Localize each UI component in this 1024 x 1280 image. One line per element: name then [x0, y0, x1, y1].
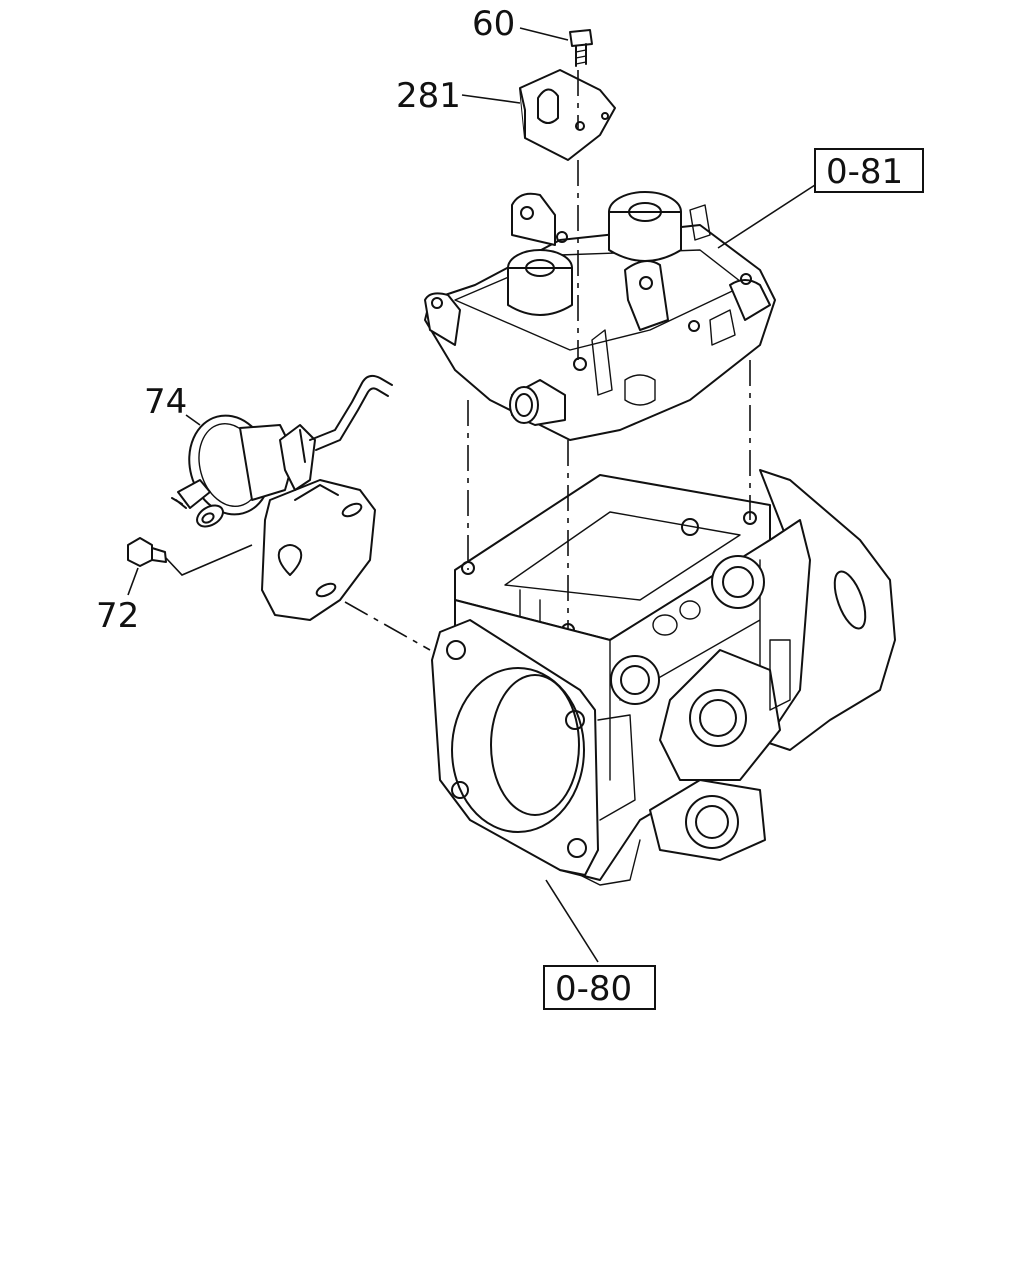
reference-label-0-80: 0-80	[555, 969, 632, 1009]
throttle-body-housing	[431, 469, 896, 886]
callout-60: 60	[472, 4, 515, 44]
reference-box-0-81[interactable]: 0-81	[814, 148, 924, 193]
vacuum-actuator-74	[171, 374, 393, 621]
reference-box-0-80[interactable]: 0-80	[543, 965, 656, 1010]
callout-72: 72	[96, 596, 139, 636]
reference-label-0-81: 0-81	[826, 152, 903, 192]
bolt-60	[569, 29, 593, 67]
callout-281: 281	[396, 76, 461, 116]
callout-74: 74	[144, 382, 187, 422]
assembly-lines	[165, 70, 751, 651]
leader-lines	[127, 27, 816, 963]
flange-bolt-72	[127, 537, 167, 567]
upper-housing	[424, 191, 776, 441]
bracket-281	[519, 69, 616, 161]
